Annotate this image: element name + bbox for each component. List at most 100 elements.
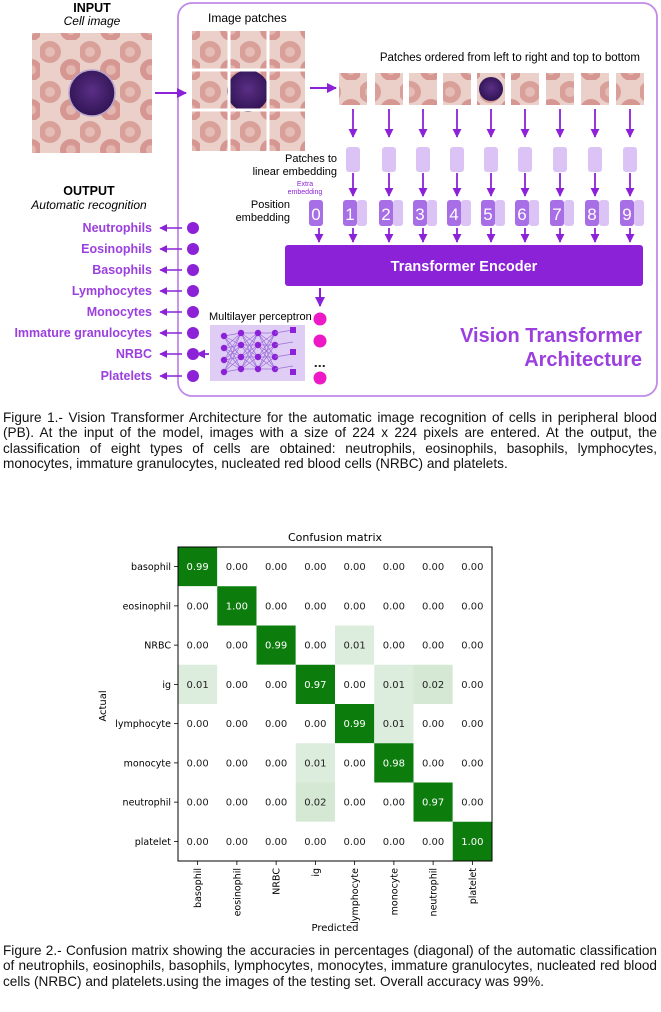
confusion-value: 0.97 [304, 680, 326, 691]
confusion-cell [256, 743, 296, 783]
position-number: 8 [587, 205, 596, 224]
confusion-cell [178, 547, 218, 587]
confusion-cell [374, 664, 414, 704]
confusion-value: 0.00 [226, 719, 248, 730]
confusion-cell [413, 704, 453, 744]
confusion-cell [335, 664, 375, 704]
extra-label-line1: Extra [297, 181, 313, 188]
position-number: 0 [311, 205, 320, 224]
y-tick-label: eosinophil [123, 601, 171, 612]
confusion-value: 0.00 [265, 758, 287, 769]
output-class-item: Monocytes [87, 305, 199, 319]
transformer-encoder-label: Transformer Encoder [391, 259, 538, 275]
position-token: 5 [481, 200, 505, 226]
position-number: 7 [552, 205, 561, 224]
confusion-value: 0.00 [383, 837, 405, 848]
y-tick-labels: basophileosinophilNRBCiglymphocytemonocy… [115, 562, 178, 848]
linear-embedding-token [518, 147, 532, 172]
confusion-value: 0.00 [304, 641, 326, 652]
confusion-cell [178, 625, 218, 665]
position-number: 4 [449, 205, 458, 224]
mlp-node [220, 332, 228, 340]
output-node [187, 264, 199, 276]
confusion-cell [178, 782, 218, 822]
mlp-node [237, 353, 245, 361]
confusion-cell [335, 704, 375, 744]
confusion-cell [256, 664, 296, 704]
confusion-cell [335, 625, 375, 665]
vit-architecture-figure: INPUT Cell image Image patches Patches o… [14, 1, 658, 397]
confusion-value: 0.00 [383, 641, 405, 652]
confusion-cell [217, 743, 257, 783]
mlp-node [254, 341, 262, 349]
confusion-cell [217, 664, 257, 704]
confusion-value: 0.00 [422, 562, 444, 573]
confusion-cell [413, 664, 453, 704]
x-tick-label: basophil [193, 868, 204, 908]
confusion-cell [217, 704, 257, 744]
mlp-node [220, 344, 228, 352]
position-number: 1 [345, 205, 354, 224]
confusion-value: 0.00 [461, 680, 483, 691]
confusion-value: 0.00 [461, 758, 483, 769]
linear-embedding-token [450, 147, 464, 172]
mlp-label: Multilayer perceptron [209, 311, 312, 323]
mlp-output-square [290, 349, 296, 355]
x-tick-label: platelet [468, 868, 479, 905]
linear-label-line2: linear embedding [253, 166, 337, 178]
output-class-label: Immature granulocytes [14, 326, 152, 340]
output-class-item: Eosinophils [81, 242, 199, 256]
confusion-value: 1.00 [461, 837, 483, 848]
confusion-cell [335, 782, 375, 822]
confusion-value: 0.00 [304, 719, 326, 730]
confusion-value: 0.00 [226, 837, 248, 848]
ordered-patch [477, 73, 505, 105]
mlp-network [196, 327, 296, 376]
confusion-value: 0.01 [304, 758, 326, 769]
output-class-label: Eosinophils [81, 242, 152, 256]
confusion-value: 0.00 [461, 641, 483, 652]
confusion-value: 0.00 [265, 837, 287, 848]
confusion-value: 0.00 [186, 641, 208, 652]
confusion-cell [256, 625, 296, 665]
confusion-value: 0.00 [304, 837, 326, 848]
confusion-cell [374, 625, 414, 665]
ordered-patch [339, 73, 367, 105]
confusion-value: 0.00 [226, 798, 248, 809]
position-number: 2 [381, 205, 390, 224]
position-token: 7 [550, 200, 574, 226]
output-class-label: Lymphocytes [72, 284, 152, 298]
x-axis-label: Predicted [312, 923, 359, 934]
confusion-value: 0.98 [383, 758, 405, 769]
output-node [187, 222, 199, 234]
confusion-value: 0.00 [343, 758, 365, 769]
position-token: 4 [447, 200, 471, 226]
output-node [187, 306, 199, 318]
confusion-value: 0.00 [343, 601, 365, 612]
confusion-value: 0.00 [265, 680, 287, 691]
output-title: OUTPUT [63, 184, 115, 198]
confusion-title: Confusion matrix [288, 531, 383, 544]
output-class-list: NeutrophilsEosinophilsBasophilsLymphocyt… [14, 221, 199, 383]
confusion-cell [335, 821, 375, 861]
confusion-value: 0.00 [343, 562, 365, 573]
linear-embedding-token [553, 147, 567, 172]
confusion-cell [413, 547, 453, 587]
position-number: 5 [483, 205, 492, 224]
confusion-value: 0.00 [226, 758, 248, 769]
position-number: 3 [415, 205, 424, 224]
confusion-value: 0.00 [343, 798, 365, 809]
confusion-cell [374, 586, 414, 626]
confusion-value: 0.02 [304, 798, 326, 809]
output-class-label: Neutrophils [83, 221, 152, 235]
confusion-cell [256, 586, 296, 626]
mlp-output-node [313, 371, 327, 385]
output-node [187, 327, 199, 339]
output-node [187, 370, 199, 382]
ordered-patch [616, 73, 644, 105]
image-patches-grid [192, 31, 305, 151]
confusion-value: 0.00 [343, 837, 365, 848]
confusion-value: 0.00 [265, 798, 287, 809]
extra-label-line2: embedding [288, 189, 323, 196]
